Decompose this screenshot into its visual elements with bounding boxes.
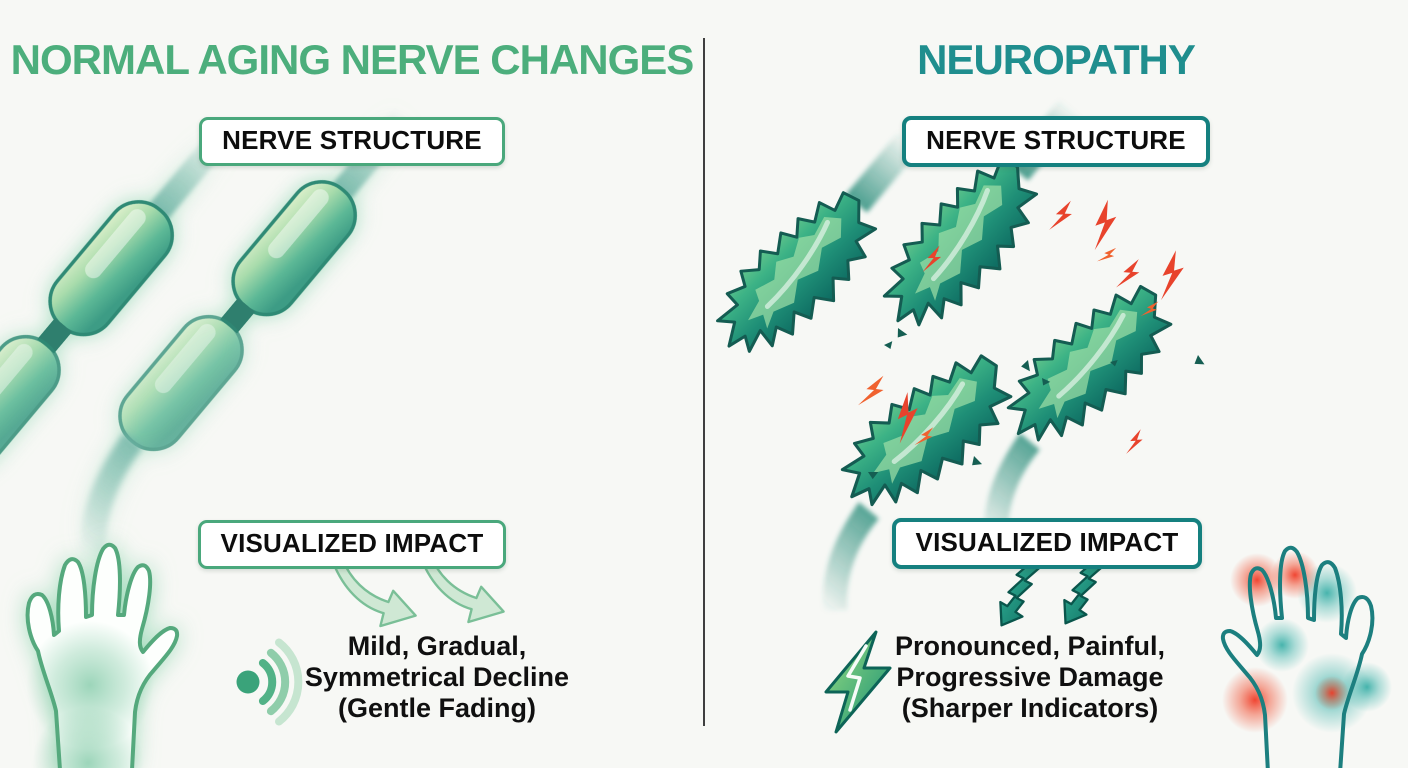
fading-signal-icon [236,638,303,726]
left-impact-text: Mild, Gradual, Symmetrical Decline (Gent… [287,631,587,724]
left-visualized-impact-label: VISUALIZED IMPACT [197,520,507,569]
right-visualized-impact-row: VISUALIZED IMPACT [704,518,1408,569]
lightning-bolt-icon [824,630,892,734]
healthy-nerve-illustration [0,109,414,557]
right-impact-text: Pronounced, Painful, Progressive Damage … [880,631,1180,724]
right-nerve-structure-label: NERVE STRUCTURE [902,116,1210,167]
right-panel-title: NEUROPATHY [917,36,1196,83]
right-hand-illustration [1220,545,1392,768]
right-impact-line-3: (Sharper Indicators) [901,693,1159,723]
left-nerve-structure-row: NERVE STRUCTURE [0,117,704,166]
left-nerve-structure-label: NERVE STRUCTURE [199,117,505,166]
left-hand-illustration [25,542,180,768]
left-impact-line-1: Mild, Gradual, [347,631,527,661]
right-impact-line-2: Progressive Damage [896,662,1164,692]
left-impact-line-2: Symmetrical Decline [304,662,570,692]
left-panel-title: NORMAL AGING NERVE CHANGES [10,36,695,83]
left-impact-line-3: (Gentle Fading) [338,693,536,723]
damaged-nerve-illustration [780,98,1207,612]
nerve-fiber-2 [79,109,414,557]
left-visualized-impact-row: VISUALIZED IMPACT [0,520,704,569]
panel-divider [703,38,705,726]
right-nerve-structure-row: NERVE STRUCTURE [704,116,1408,167]
right-visualized-impact-label: VISUALIZED IMPACT [891,518,1203,569]
right-impact-line-1: Pronounced, Painful, [894,631,1165,661]
